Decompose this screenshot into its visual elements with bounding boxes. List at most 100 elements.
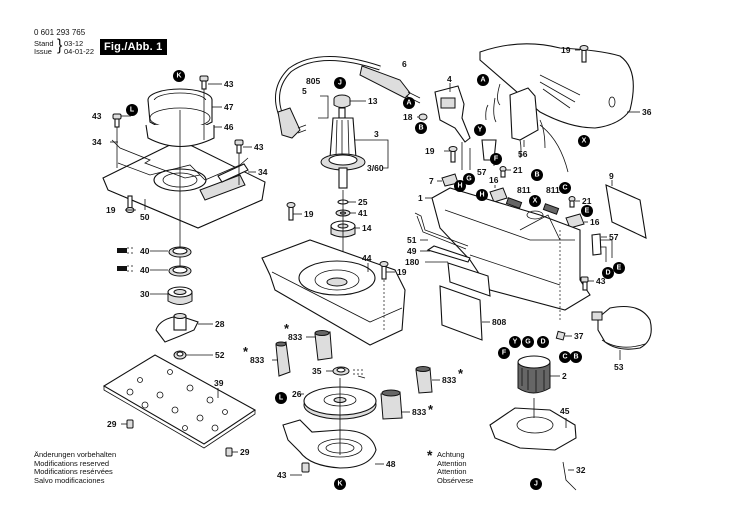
brace-symbol: } — [57, 37, 63, 54]
switch-4 — [434, 85, 471, 143]
screw-29-a — [126, 419, 134, 429]
svg-text:E: E — [585, 208, 590, 215]
spring-clip-34 — [111, 139, 249, 183]
carbon-brush-811-a — [505, 197, 523, 209]
attention-legend: Achtung Attention Attention Obsérvese — [437, 450, 474, 486]
cover-plate-808 — [439, 285, 483, 341]
screw-43-a — [199, 75, 209, 90]
brush-holder-16-a — [489, 187, 508, 203]
svg-text:H: H — [479, 192, 484, 199]
connector-markers: K L J A B A Y F B C X G H H X E D E Y G … — [126, 70, 625, 490]
callout-3: 3 — [374, 129, 379, 139]
connector-g: G — [463, 173, 475, 185]
callout-19: 19 — [561, 45, 571, 55]
modification-notes: Änderungen vorbehalten Modifications res… — [34, 450, 117, 486]
stand-value: 03-12 — [64, 39, 84, 48]
callout-34: 34 — [258, 167, 268, 177]
screw-19-b — [286, 202, 296, 221]
seal-ring-40-b — [168, 265, 192, 277]
stand-label: Stand — [34, 39, 54, 48]
svg-text:H: H — [457, 183, 462, 190]
callout-29: 29 — [240, 447, 250, 457]
svg-text:K: K — [337, 481, 342, 488]
carbon-brush-811-b — [542, 203, 560, 215]
callout-35: 35 — [312, 366, 322, 376]
power-cord-5 — [275, 56, 381, 139]
callout-16: 16 — [590, 217, 600, 227]
asterisk: * — [284, 321, 290, 336]
connector-d: D — [537, 336, 549, 348]
armature-3 — [320, 107, 366, 189]
svg-text:Y: Y — [513, 339, 518, 346]
callout-46: 46 — [224, 122, 234, 132]
callout-833: 833 — [412, 407, 426, 417]
callout-16: 16 — [489, 175, 499, 185]
fan-shroud-48 — [282, 419, 377, 469]
legend-line: Obsérvese — [437, 476, 474, 486]
callout-28: 28 — [215, 319, 225, 329]
callout-26: 26 — [292, 389, 302, 399]
screw-43-b — [112, 113, 122, 128]
svg-text:G: G — [466, 176, 472, 183]
callout-25: 25 — [358, 197, 368, 207]
callout-57: 57 — [477, 167, 487, 177]
legend-line: Attention — [437, 458, 467, 468]
callout-180: 180 — [405, 257, 419, 267]
asterisk: * — [243, 344, 249, 359]
callout-48: 48 — [386, 459, 396, 469]
capacitor-56 — [485, 83, 569, 173]
connector-h: H — [454, 180, 466, 192]
callout-13: 13 — [368, 96, 378, 106]
note-line: Änderungen vorbehalten — [34, 450, 117, 459]
connector-j: J — [530, 478, 542, 490]
bearing-housing-44 — [261, 239, 406, 346]
screw-43-d — [301, 462, 310, 473]
connector-y: Y — [474, 124, 486, 136]
asterisk: * — [428, 402, 434, 417]
callout-1: 1 — [418, 193, 423, 203]
callout-40: 40 — [140, 265, 150, 275]
callout-833: 833 — [288, 332, 302, 342]
svg-text:F: F — [494, 156, 499, 163]
connector-b: B — [415, 122, 427, 134]
asterisk: * — [458, 366, 464, 381]
svg-text:X: X — [582, 138, 587, 145]
screw-43-e — [580, 276, 589, 291]
callout-14: 14 — [362, 223, 372, 233]
brush-holder-57-a — [461, 139, 497, 170]
callout-3-60: 3/60 — [367, 163, 384, 173]
callout-18: 18 — [403, 112, 413, 122]
connector-b: B — [531, 169, 543, 181]
callout-808: 808 — [492, 317, 506, 327]
callout-19: 19 — [304, 209, 314, 219]
callout-9: 9 — [609, 171, 614, 181]
connector-e: E — [581, 205, 593, 217]
svg-text:L: L — [130, 107, 135, 114]
callout-41: 41 — [358, 208, 368, 218]
part-number: 0 601 293 765 — [34, 28, 86, 37]
screw-19-e — [448, 146, 458, 163]
callout-52: 52 — [215, 350, 225, 360]
callout-labels: 43 47 46 43 43 34 34 19 50 40 40 30 28 5… — [92, 45, 652, 480]
callout-19: 19 — [106, 205, 116, 215]
callout-21: 21 — [582, 196, 592, 206]
label-plate-9 — [605, 184, 647, 239]
seal-ring-40-a — [168, 246, 192, 258]
callout-7: 7 — [429, 176, 434, 186]
callout-43: 43 — [224, 79, 234, 89]
callout-43: 43 — [92, 111, 102, 121]
svg-text:B: B — [418, 125, 423, 132]
foot-833-d — [380, 389, 403, 420]
screw-29-b — [225, 447, 233, 457]
svg-text:A: A — [480, 77, 485, 84]
note-line: Salvo modificaciones — [34, 476, 105, 486]
callout-56: 56 — [518, 149, 528, 159]
connector-d: D — [602, 267, 614, 279]
brush-holder-16-b — [565, 213, 585, 229]
callout-43: 43 — [277, 470, 287, 480]
callout-47: 47 — [224, 102, 234, 112]
callout-34: 34 — [92, 137, 102, 147]
bearing-13 — [333, 94, 351, 108]
svg-text:D: D — [605, 270, 610, 277]
svg-text:X: X — [533, 198, 538, 205]
